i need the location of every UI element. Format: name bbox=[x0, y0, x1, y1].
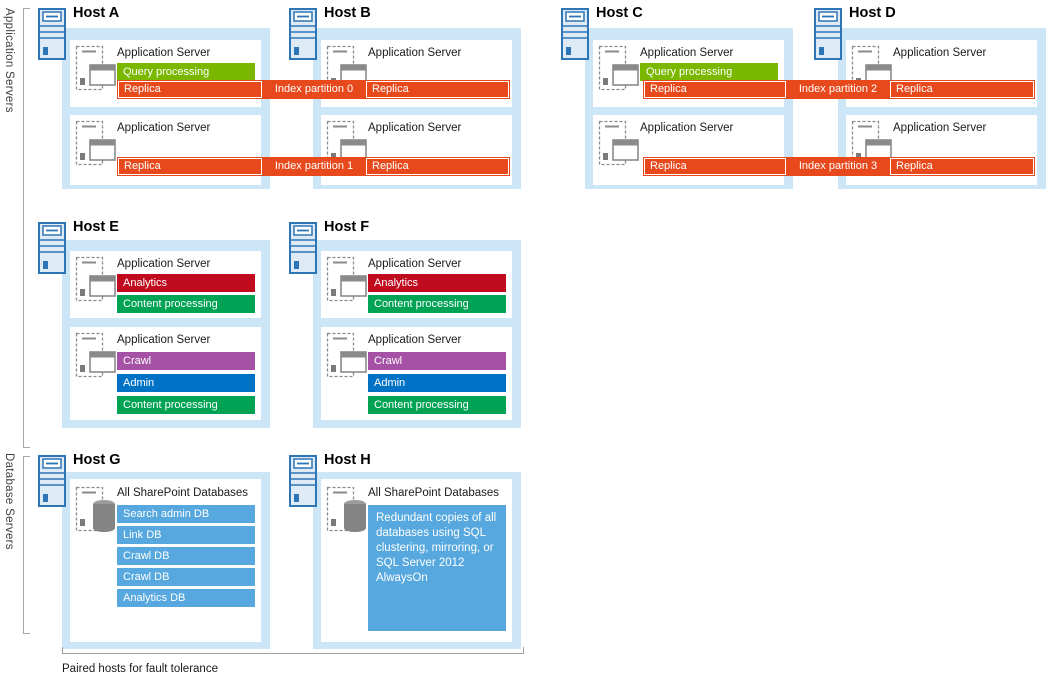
host-label: Host B bbox=[324, 5, 371, 21]
application-server-icon bbox=[598, 45, 639, 91]
host-container: All SharePoint Databases Redundant copie… bbox=[313, 472, 521, 649]
redundancy-note: Redundant copies of all databases using … bbox=[368, 505, 506, 631]
application-server-title: Application Server bbox=[893, 122, 987, 134]
application-server-title: Application Server bbox=[893, 47, 987, 59]
host-label: Host D bbox=[849, 5, 896, 21]
replica-box: Replica bbox=[366, 81, 509, 98]
databases-title: All SharePoint Databases bbox=[368, 487, 500, 499]
database-server-box: All SharePoint Databases Redundant copie… bbox=[321, 479, 512, 642]
replica-box: Replica bbox=[644, 81, 786, 98]
application-server-title: Application Server bbox=[117, 334, 211, 346]
host-label: Host E bbox=[73, 219, 119, 235]
database-icon bbox=[326, 486, 367, 532]
application-server-icon bbox=[75, 45, 116, 91]
application-server-box: Application Server Analytics Content pro… bbox=[70, 251, 261, 318]
replica-box: Replica bbox=[890, 158, 1034, 175]
index-partition-label: Index partition 1 bbox=[274, 160, 354, 172]
service-bar-analytics: Analytics bbox=[368, 274, 506, 292]
service-bar-crawl: Crawl bbox=[368, 352, 506, 370]
host-label: Host C bbox=[596, 5, 643, 21]
index-partition-band-2: Replica Index partition 2 Replica bbox=[643, 80, 1035, 99]
service-bar-content-processing: Content processing bbox=[368, 396, 506, 414]
application-server-icon bbox=[326, 332, 367, 378]
host-label: Host H bbox=[324, 452, 371, 468]
index-partition-label: Index partition 3 bbox=[798, 160, 878, 172]
application-server-title: Application Server bbox=[368, 47, 462, 59]
database-server-box: All SharePoint Databases Search admin DB… bbox=[70, 479, 261, 642]
server-tower-icon bbox=[38, 455, 66, 507]
replica-box: Replica bbox=[118, 81, 262, 98]
application-server-icon bbox=[75, 332, 116, 378]
application-server-title: Application Server bbox=[117, 258, 211, 270]
application-server-title: Application Server bbox=[640, 122, 734, 134]
service-bar-admin: Admin bbox=[368, 374, 506, 392]
db-bar-search-admin: Search admin DB bbox=[117, 505, 255, 523]
databases-title: All SharePoint Databases bbox=[117, 487, 249, 499]
replica-box: Replica bbox=[366, 158, 509, 175]
index-partition-label: Index partition 2 bbox=[798, 83, 878, 95]
service-bar-content-processing: Content processing bbox=[117, 295, 255, 313]
db-bar-crawl: Crawl DB bbox=[117, 568, 255, 586]
service-bar-admin: Admin bbox=[117, 374, 255, 392]
application-server-box: Application Server Analytics Content pro… bbox=[321, 251, 512, 318]
application-server-title: Application Server bbox=[368, 258, 462, 270]
application-server-icon bbox=[75, 120, 116, 166]
replica-box: Replica bbox=[644, 158, 786, 175]
paired-hosts-label: Paired hosts for fault tolerance bbox=[62, 663, 218, 675]
index-partition-band-0: Replica Index partition 0 Replica bbox=[117, 80, 510, 99]
database-servers-rail-label: Database Servers bbox=[3, 453, 15, 550]
application-servers-rail-label: Application Servers bbox=[3, 8, 15, 113]
application-server-title: Application Server bbox=[117, 47, 211, 59]
service-bar-content-processing: Content processing bbox=[368, 295, 506, 313]
service-bar-analytics: Analytics bbox=[117, 274, 255, 292]
db-bar-crawl: Crawl DB bbox=[117, 547, 255, 565]
application-servers-bracket bbox=[23, 8, 30, 448]
database-icon bbox=[75, 486, 116, 532]
service-bar-crawl: Crawl bbox=[117, 352, 255, 370]
host-label: Host G bbox=[73, 452, 121, 468]
server-tower-icon bbox=[814, 8, 842, 60]
index-partition-label: Index partition 0 bbox=[274, 83, 354, 95]
service-bar-content-processing: Content processing bbox=[117, 396, 255, 414]
application-server-box: Application Server Crawl Admin Content p… bbox=[70, 327, 261, 420]
host-label: Host A bbox=[73, 5, 120, 21]
server-tower-icon bbox=[38, 8, 66, 60]
application-server-title: Application Server bbox=[640, 47, 734, 59]
index-partition-band-3: Replica Index partition 3 Replica bbox=[643, 157, 1035, 176]
database-servers-bracket bbox=[23, 456, 30, 634]
service-bar-query-processing: Query processing bbox=[117, 63, 255, 81]
host-container: Application Server Analytics Content pro… bbox=[62, 240, 270, 428]
server-tower-icon bbox=[289, 222, 317, 274]
application-server-title: Application Server bbox=[117, 122, 211, 134]
replica-box: Replica bbox=[890, 81, 1034, 98]
db-bar-analytics: Analytics DB bbox=[117, 589, 255, 607]
application-server-icon bbox=[75, 256, 116, 302]
application-server-icon bbox=[598, 120, 639, 166]
host-label: Host F bbox=[324, 219, 370, 235]
paired-hosts-bracket bbox=[62, 647, 524, 654]
server-tower-icon bbox=[289, 8, 317, 60]
server-tower-icon bbox=[289, 455, 317, 507]
host-container: Application Server Analytics Content pro… bbox=[313, 240, 521, 428]
application-server-icon bbox=[326, 256, 367, 302]
index-partition-band-1: Replica Index partition 1 Replica bbox=[117, 157, 510, 176]
db-bar-link: Link DB bbox=[117, 526, 255, 544]
application-server-box: Application Server Crawl Admin Content p… bbox=[321, 327, 512, 420]
server-tower-icon bbox=[38, 222, 66, 274]
server-tower-icon bbox=[561, 8, 589, 60]
service-bar-query-processing: Query processing bbox=[640, 63, 778, 81]
host-container: All SharePoint Databases Search admin DB… bbox=[62, 472, 270, 649]
application-server-title: Application Server bbox=[368, 334, 462, 346]
replica-box: Replica bbox=[118, 158, 262, 175]
application-server-title: Application Server bbox=[368, 122, 462, 134]
